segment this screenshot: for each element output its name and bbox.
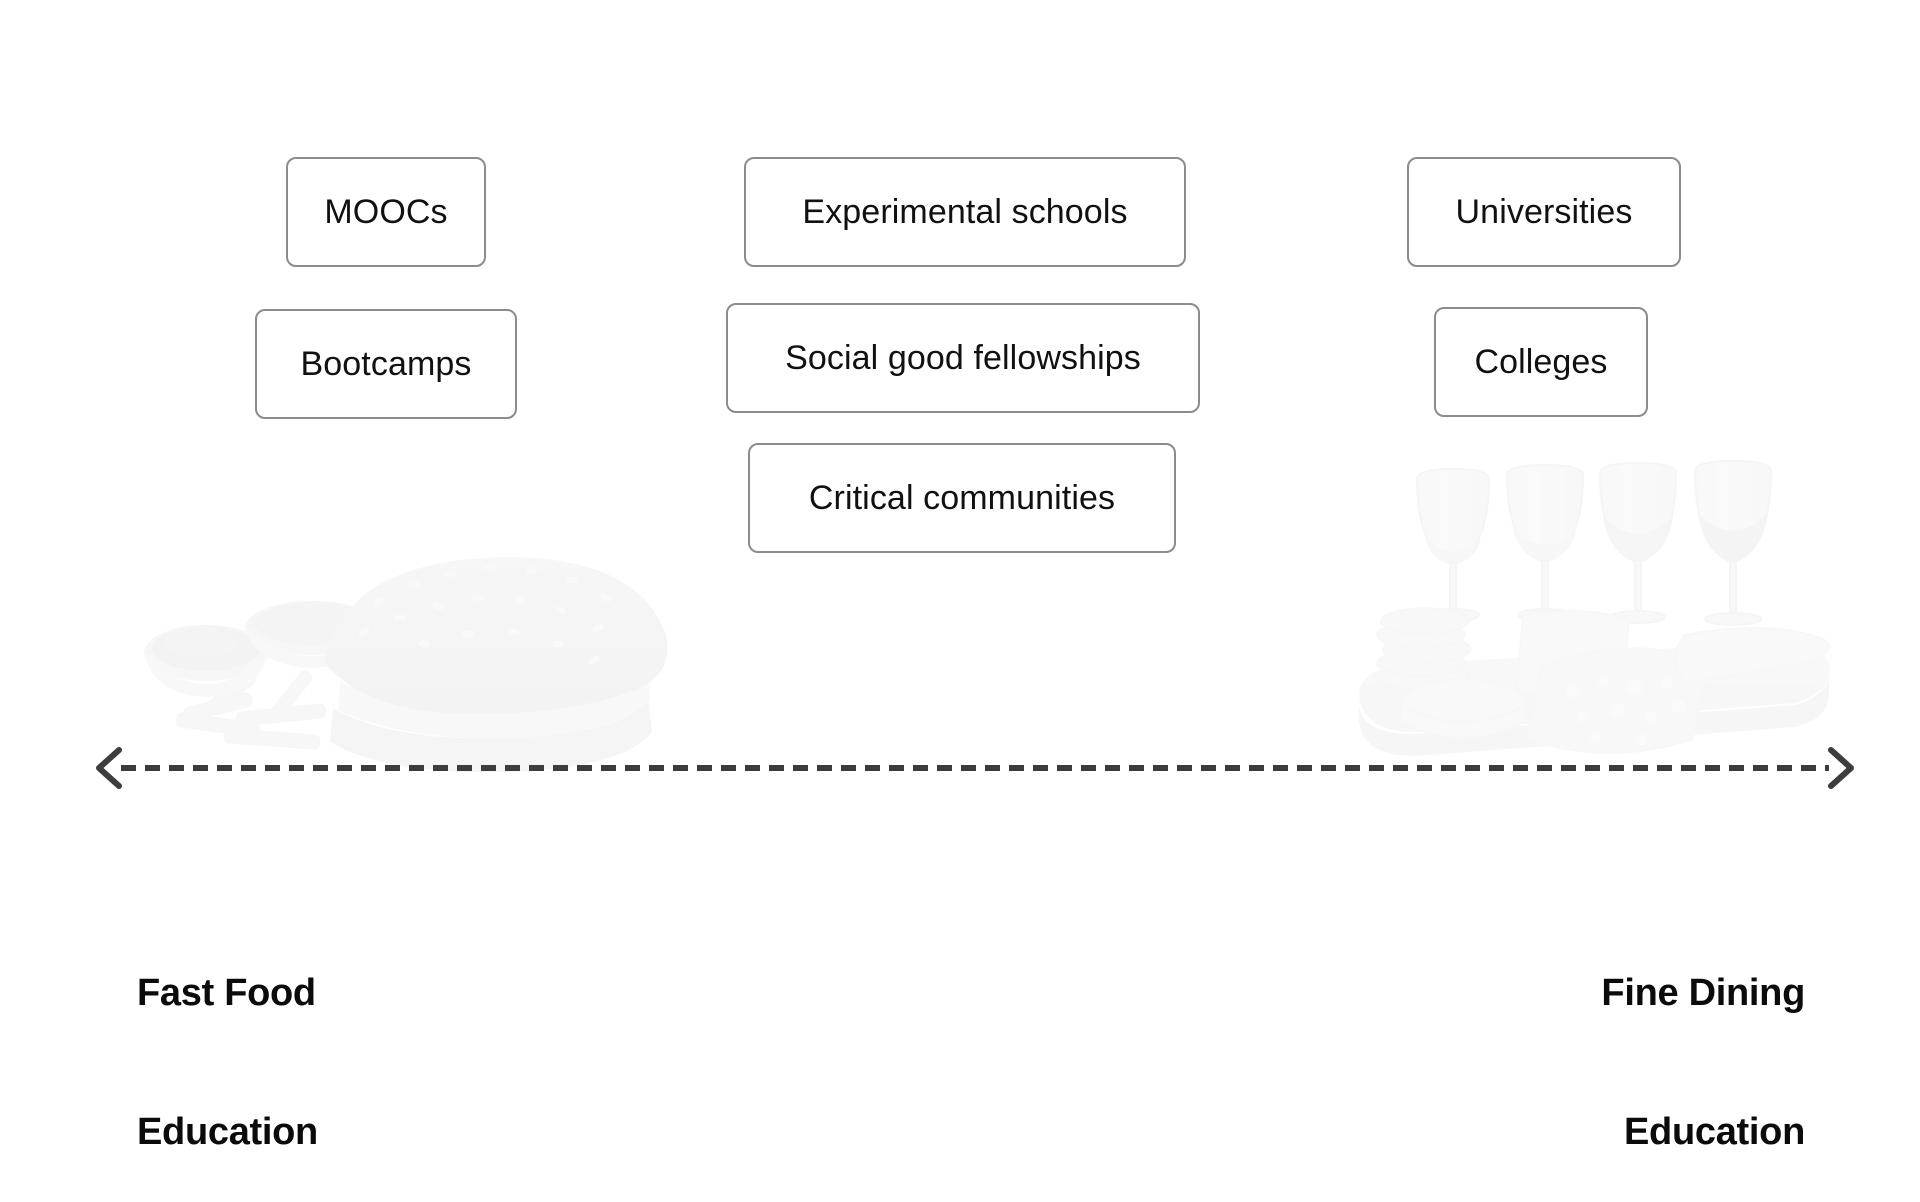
pole-label-left-line2: Education — [137, 1110, 318, 1153]
pole-label-right-line1: Fine Dining — [1601, 971, 1805, 1014]
concept-box-moocs[interactable]: MOOCs — [286, 157, 486, 267]
concept-box-colleges[interactable]: Colleges — [1434, 307, 1648, 417]
concept-box-bootcamps[interactable]: Bootcamps — [255, 309, 517, 419]
concept-box-label: Universities — [1455, 193, 1633, 231]
chevron-right-icon — [1828, 747, 1854, 789]
fine-dining-photo — [1355, 455, 1865, 770]
pole-label-right: Fine Dining Education — [1601, 877, 1805, 1202]
pole-label-right-line2: Education — [1624, 1110, 1805, 1153]
concept-box-social-good-fellowships[interactable]: Social good fellowships — [726, 303, 1200, 413]
concept-box-label: Experimental schools — [802, 193, 1128, 231]
concept-box-label: Bootcamps — [300, 345, 472, 383]
concept-box-critical-communities[interactable]: Critical communities — [748, 443, 1176, 553]
spectrum-axis — [95, 742, 1855, 796]
pole-label-left-line1: Fast Food — [137, 971, 316, 1014]
concept-box-label: MOOCs — [324, 193, 448, 231]
concept-box-universities[interactable]: Universities — [1407, 157, 1681, 267]
fast-food-photo — [128, 540, 673, 775]
concept-box-label: Critical communities — [808, 479, 1116, 517]
pole-label-left: Fast Food Education — [137, 877, 318, 1202]
concept-box-experimental-schools[interactable]: Experimental schools — [744, 157, 1186, 267]
concept-box-label: Social good fellowships — [785, 339, 1141, 377]
chevron-left-icon — [96, 747, 122, 789]
concept-box-label: Colleges — [1474, 343, 1608, 381]
